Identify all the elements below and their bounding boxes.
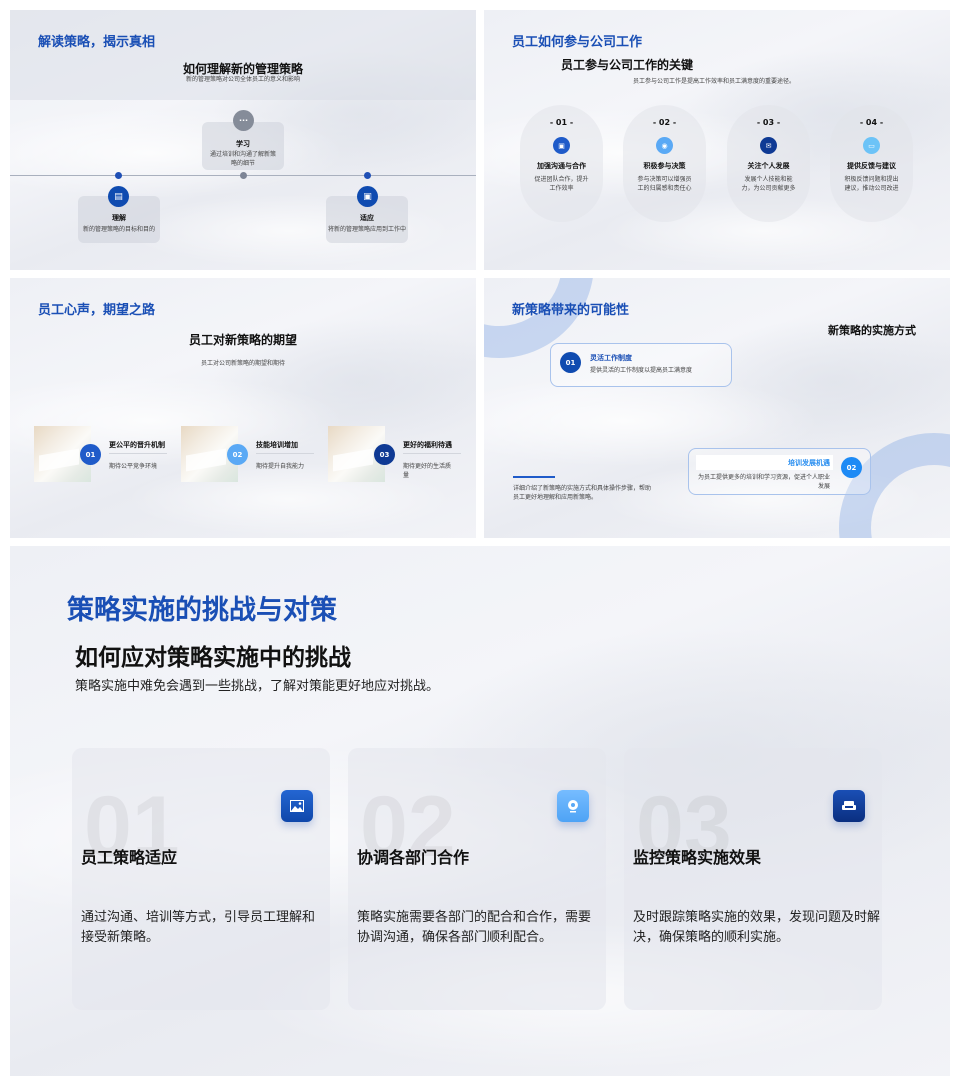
card-title: 监控策略实施效果 <box>633 848 762 867</box>
timeline-dot <box>364 172 371 179</box>
card-desc: 策略实施需要各部门的配合和合作，需要协调沟通，确保各部门顺利配合。 <box>357 910 592 945</box>
key-item: - 02 - ◉ 积极参与决策 参与决策可以增强员工的归属感和责任心 <box>623 105 706 222</box>
card-number: 02 <box>360 779 456 875</box>
main-slide: 策略实施的挑战与对策 如何应对策略实施中的挑战 策略实施中难免会遇到一些挑战，了… <box>10 546 950 1076</box>
target-icon: ◉ <box>656 137 673 154</box>
message-icon: ▭ <box>863 137 880 154</box>
item-title: 加强沟通与合作 <box>537 162 586 170</box>
item-desc: 促进团队合作，提升工作效率 <box>534 176 589 192</box>
challenge-card: 03 监控策略实施效果 及时跟踪策略实施的效果，发现问题及时解决，确保策略的顺利… <box>624 748 882 1010</box>
card-title: 员工策略适应 <box>81 848 178 867</box>
challenge-card: 02 协调各部门合作 策略实施需要各部门的配合和合作，需要协调沟通，确保各部门顺… <box>348 748 606 1010</box>
summary-text: 详细介绍了新策略的实施方式和具体操作步骤，帮助员工更好地理解和应用新策略。 <box>513 485 652 501</box>
accent-line <box>513 476 555 478</box>
step-desc: 新的管理策略的目标和目的 <box>82 226 155 233</box>
item-title: 技能培训增加 <box>256 441 298 449</box>
item-number: 01 <box>80 444 101 465</box>
item-title: 培训发展机遇 <box>788 459 830 467</box>
title-highlight <box>696 455 833 470</box>
slide-subheading: 策略实施中难免会遇到一些挑战，了解对策能更好地应对挑战。 <box>75 679 440 694</box>
card-number: 01 <box>84 779 180 875</box>
slide-title: 员工心声，期望之路 <box>38 303 156 318</box>
slide-heading: 员工对新策略的期望 <box>188 333 297 347</box>
card-number: 03 <box>636 779 732 875</box>
item-desc: 期待公平竞争环境 <box>109 463 158 470</box>
divider <box>256 453 314 454</box>
item-desc: 参与决策可以增强员工的归属感和责任心 <box>637 176 692 192</box>
item-number: 01 <box>560 352 581 373</box>
item-title: 提供反馈与建议 <box>847 162 896 170</box>
header-band <box>10 10 476 100</box>
webcam-icon <box>557 790 589 822</box>
sofa-icon <box>833 790 865 822</box>
slide-heading: 新策略的实施方式 <box>828 324 916 337</box>
slide-title: 员工如何参与公司工作 <box>512 35 643 50</box>
item-number: - 01 - <box>549 118 574 127</box>
slide-title: 解读策略，揭示真相 <box>38 35 156 50</box>
item-desc: 积极反馈问题和提出建议，推动公司改进 <box>844 176 899 192</box>
key-item: - 03 - ✉ 关注个人发展 发展个人技能和能力，为公司贡献更多 <box>727 105 810 222</box>
divider <box>403 453 461 454</box>
item-number: - 02 - <box>652 118 677 127</box>
divider <box>109 453 167 454</box>
item-number: 02 <box>841 457 862 478</box>
slide-thumbnail-1[interactable]: 解读策略，揭示真相 如何理解新的管理策略 新的管理策略对公司全体员工的意义和影响… <box>10 10 476 270</box>
slide-heading: 如何应对策略实施中的挑战 <box>75 645 351 671</box>
slide-subheading: 员工参与公司工作是提高工作效率和员工满意度的重要途径。 <box>633 78 796 85</box>
card-title: 协调各部门合作 <box>357 848 470 867</box>
card-desc: 通过沟通、培训等方式，引导员工理解和接受新策略。 <box>81 910 316 945</box>
item-desc: 提供灵活的工作制度以提高员工满意度 <box>590 367 693 374</box>
step-title: 学习 <box>236 140 250 148</box>
step-title: 适应 <box>360 214 374 222</box>
item-title: 关注个人发展 <box>747 162 790 170</box>
item-title: 灵活工作制度 <box>590 354 632 362</box>
slide-subheading: 新的管理策略对公司全体员工的意义和影响 <box>185 76 300 83</box>
item-number: - 03 - <box>756 118 781 127</box>
timeline-dot <box>240 172 247 179</box>
item-title: 更好的福利待遇 <box>403 441 452 449</box>
item-number: - 04 - <box>859 118 884 127</box>
image-icon: ▣ <box>357 186 378 207</box>
image-icon <box>281 790 313 822</box>
slide-subheading: 员工对公司新策略的期望和期待 <box>200 360 285 367</box>
mail-icon: ✉ <box>760 137 777 154</box>
item-desc: 期待更好的生活质量 <box>403 463 452 479</box>
chat-icon: ··· <box>233 110 254 131</box>
key-item: - 04 - ▭ 提供反馈与建议 积极反馈问题和提出建议，推动公司改进 <box>830 105 913 222</box>
item-number: 03 <box>374 444 395 465</box>
item-title: 积极参与决策 <box>643 162 686 170</box>
item-number: 02 <box>227 444 248 465</box>
challenge-card: 01 员工策略适应 通过沟通、培训等方式，引导员工理解和接受新策略。 <box>72 748 330 1010</box>
document-icon: ▤ <box>108 186 129 207</box>
image-icon: ▣ <box>553 137 570 154</box>
slide-thumbnail-4[interactable]: 新策略带来的可能性 新策略的实施方式 01 灵活工作制度 提供灵活的工作制度以提… <box>484 278 950 538</box>
step-title: 理解 <box>112 214 126 222</box>
key-item: - 01 - ▣ 加强沟通与合作 促进团队合作，提升工作效率 <box>520 105 603 222</box>
item-desc: 期待提升自我能力 <box>256 463 305 470</box>
slide-title: 新策略带来的可能性 <box>512 303 630 318</box>
item-desc: 为员工提供更多的培训和学习资源，促进个人职业发展 <box>697 474 830 490</box>
step-desc: 通过培训和沟通了解新策略的细节 <box>209 151 276 167</box>
item-title: 更公平的晋升机制 <box>109 441 165 449</box>
card-desc: 及时跟踪策略实施的效果，发现问题及时解决，确保策略的顺利实施。 <box>633 910 881 945</box>
slide-heading: 如何理解新的管理策略 <box>182 62 303 76</box>
method-card: 01 灵活工作制度 提供灵活的工作制度以提高员工满意度 <box>550 343 732 387</box>
slide-heading: 员工参与公司工作的关键 <box>561 58 694 72</box>
slide-thumbnail-2[interactable]: 员工如何参与公司工作 员工参与公司工作的关键 员工参与公司工作是提高工作效率和员… <box>484 10 950 270</box>
method-card: 培训发展机遇 为员工提供更多的培训和学习资源，促进个人职业发展 02 <box>688 448 871 495</box>
item-desc: 发展个人技能和能力，为公司贡献更多 <box>741 176 796 192</box>
step-desc: 将新的管理策略应用到工作中 <box>327 226 406 233</box>
slide-title: 策略实施的挑战与对策 <box>67 595 337 626</box>
step-card: 适应 将新的管理策略应用到工作中 <box>326 196 408 243</box>
slide-thumbnail-3[interactable]: 员工心声，期望之路 员工对新策略的期望 员工对公司新策略的期望和期待 01 更公… <box>10 278 476 538</box>
timeline-dot <box>115 172 122 179</box>
